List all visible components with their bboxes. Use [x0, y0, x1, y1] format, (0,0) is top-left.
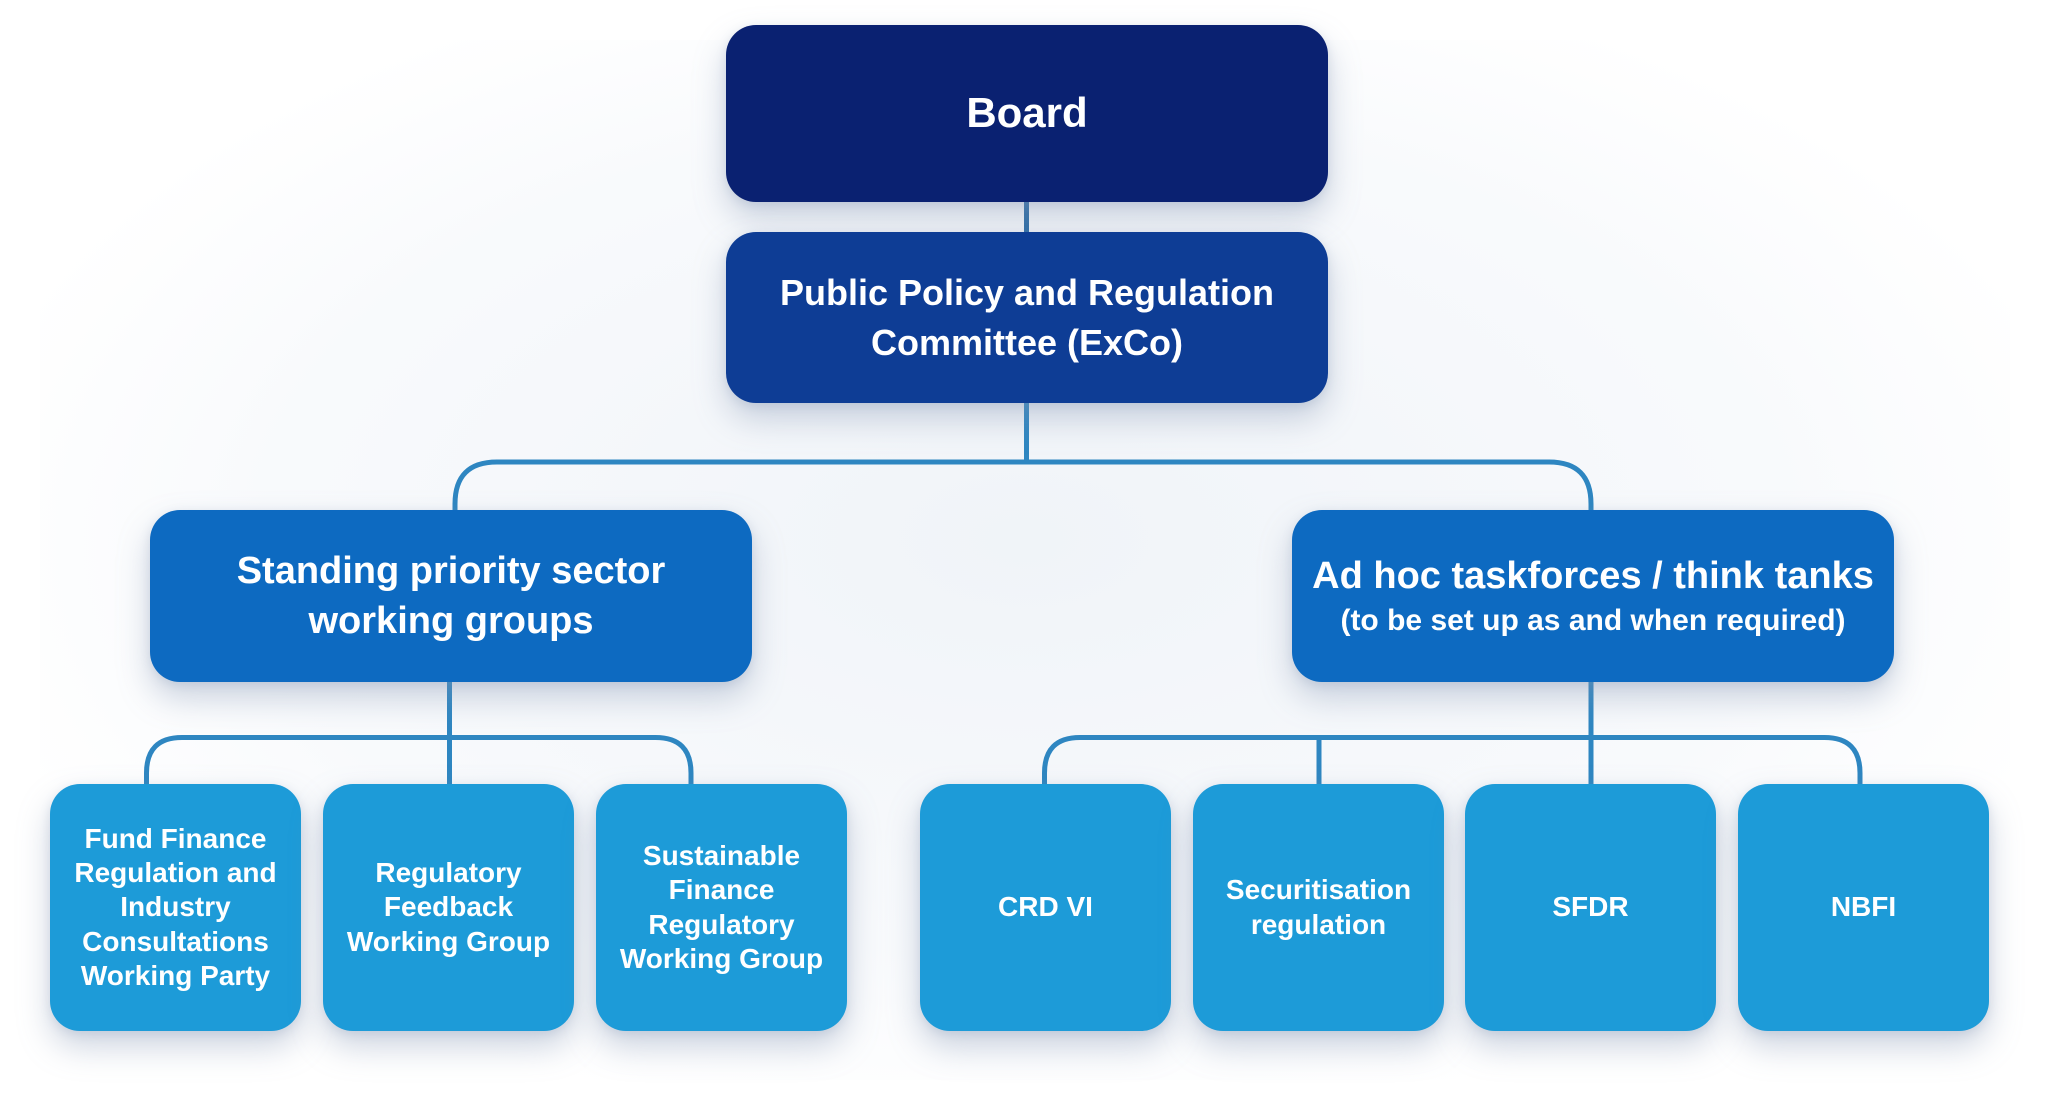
working-group-box-sustainable-finance: Sustainable Finance Regulatory Working G… — [596, 784, 847, 1031]
connector-standing-children-rail — [144, 680, 694, 786]
working-group-label: Regulatory Feedback Working Group — [346, 857, 551, 957]
taskforce-box-crd-vi: CRD VI — [920, 784, 1171, 1031]
adhoc-taskforces-sublabel: (to be set up as and when required) — [1340, 603, 1846, 637]
board-label: Board — [966, 89, 1088, 137]
adhoc-taskforces-label: Ad hoc taskforces / think tanks — [1312, 555, 1874, 598]
taskforce-label: SFDR — [1552, 891, 1629, 923]
taskforce-label: CRD VI — [998, 891, 1093, 923]
committee-box: Public Policy and Regulation Committee (… — [726, 232, 1328, 403]
taskforce-label: NBFI — [1830, 891, 1897, 923]
adhoc-taskforces-box: Ad hoc taskforces / think tanks (to be s… — [1292, 510, 1894, 682]
working-group-label: Fund Finance Regulation and Industry Con… — [74, 823, 277, 991]
taskforce-box-securitisation: Securitisation regulation — [1193, 784, 1444, 1031]
taskforce-box-sfdr: SFDR — [1465, 784, 1716, 1031]
connector-branch-rail — [452, 459, 1594, 512]
board-box: Board — [726, 25, 1328, 202]
connector-adhoc-children-rail — [1042, 680, 1863, 786]
taskforce-label: Securitisation regulation — [1225, 874, 1412, 940]
standing-working-groups-box: Standing priority sector working groups — [150, 510, 752, 682]
working-group-box-fund-finance: Fund Finance Regulation and Industry Con… — [50, 784, 301, 1031]
taskforce-box-nbfi: NBFI — [1738, 784, 1989, 1031]
working-group-label: Sustainable Finance Regulatory Working G… — [619, 840, 824, 974]
committee-label: Public Policy and Regulation Committee (… — [779, 271, 1275, 363]
standing-working-groups-label: Standing priority sector working groups — [236, 549, 666, 642]
working-group-box-regulatory-feedback: Regulatory Feedback Working Group — [323, 784, 574, 1031]
